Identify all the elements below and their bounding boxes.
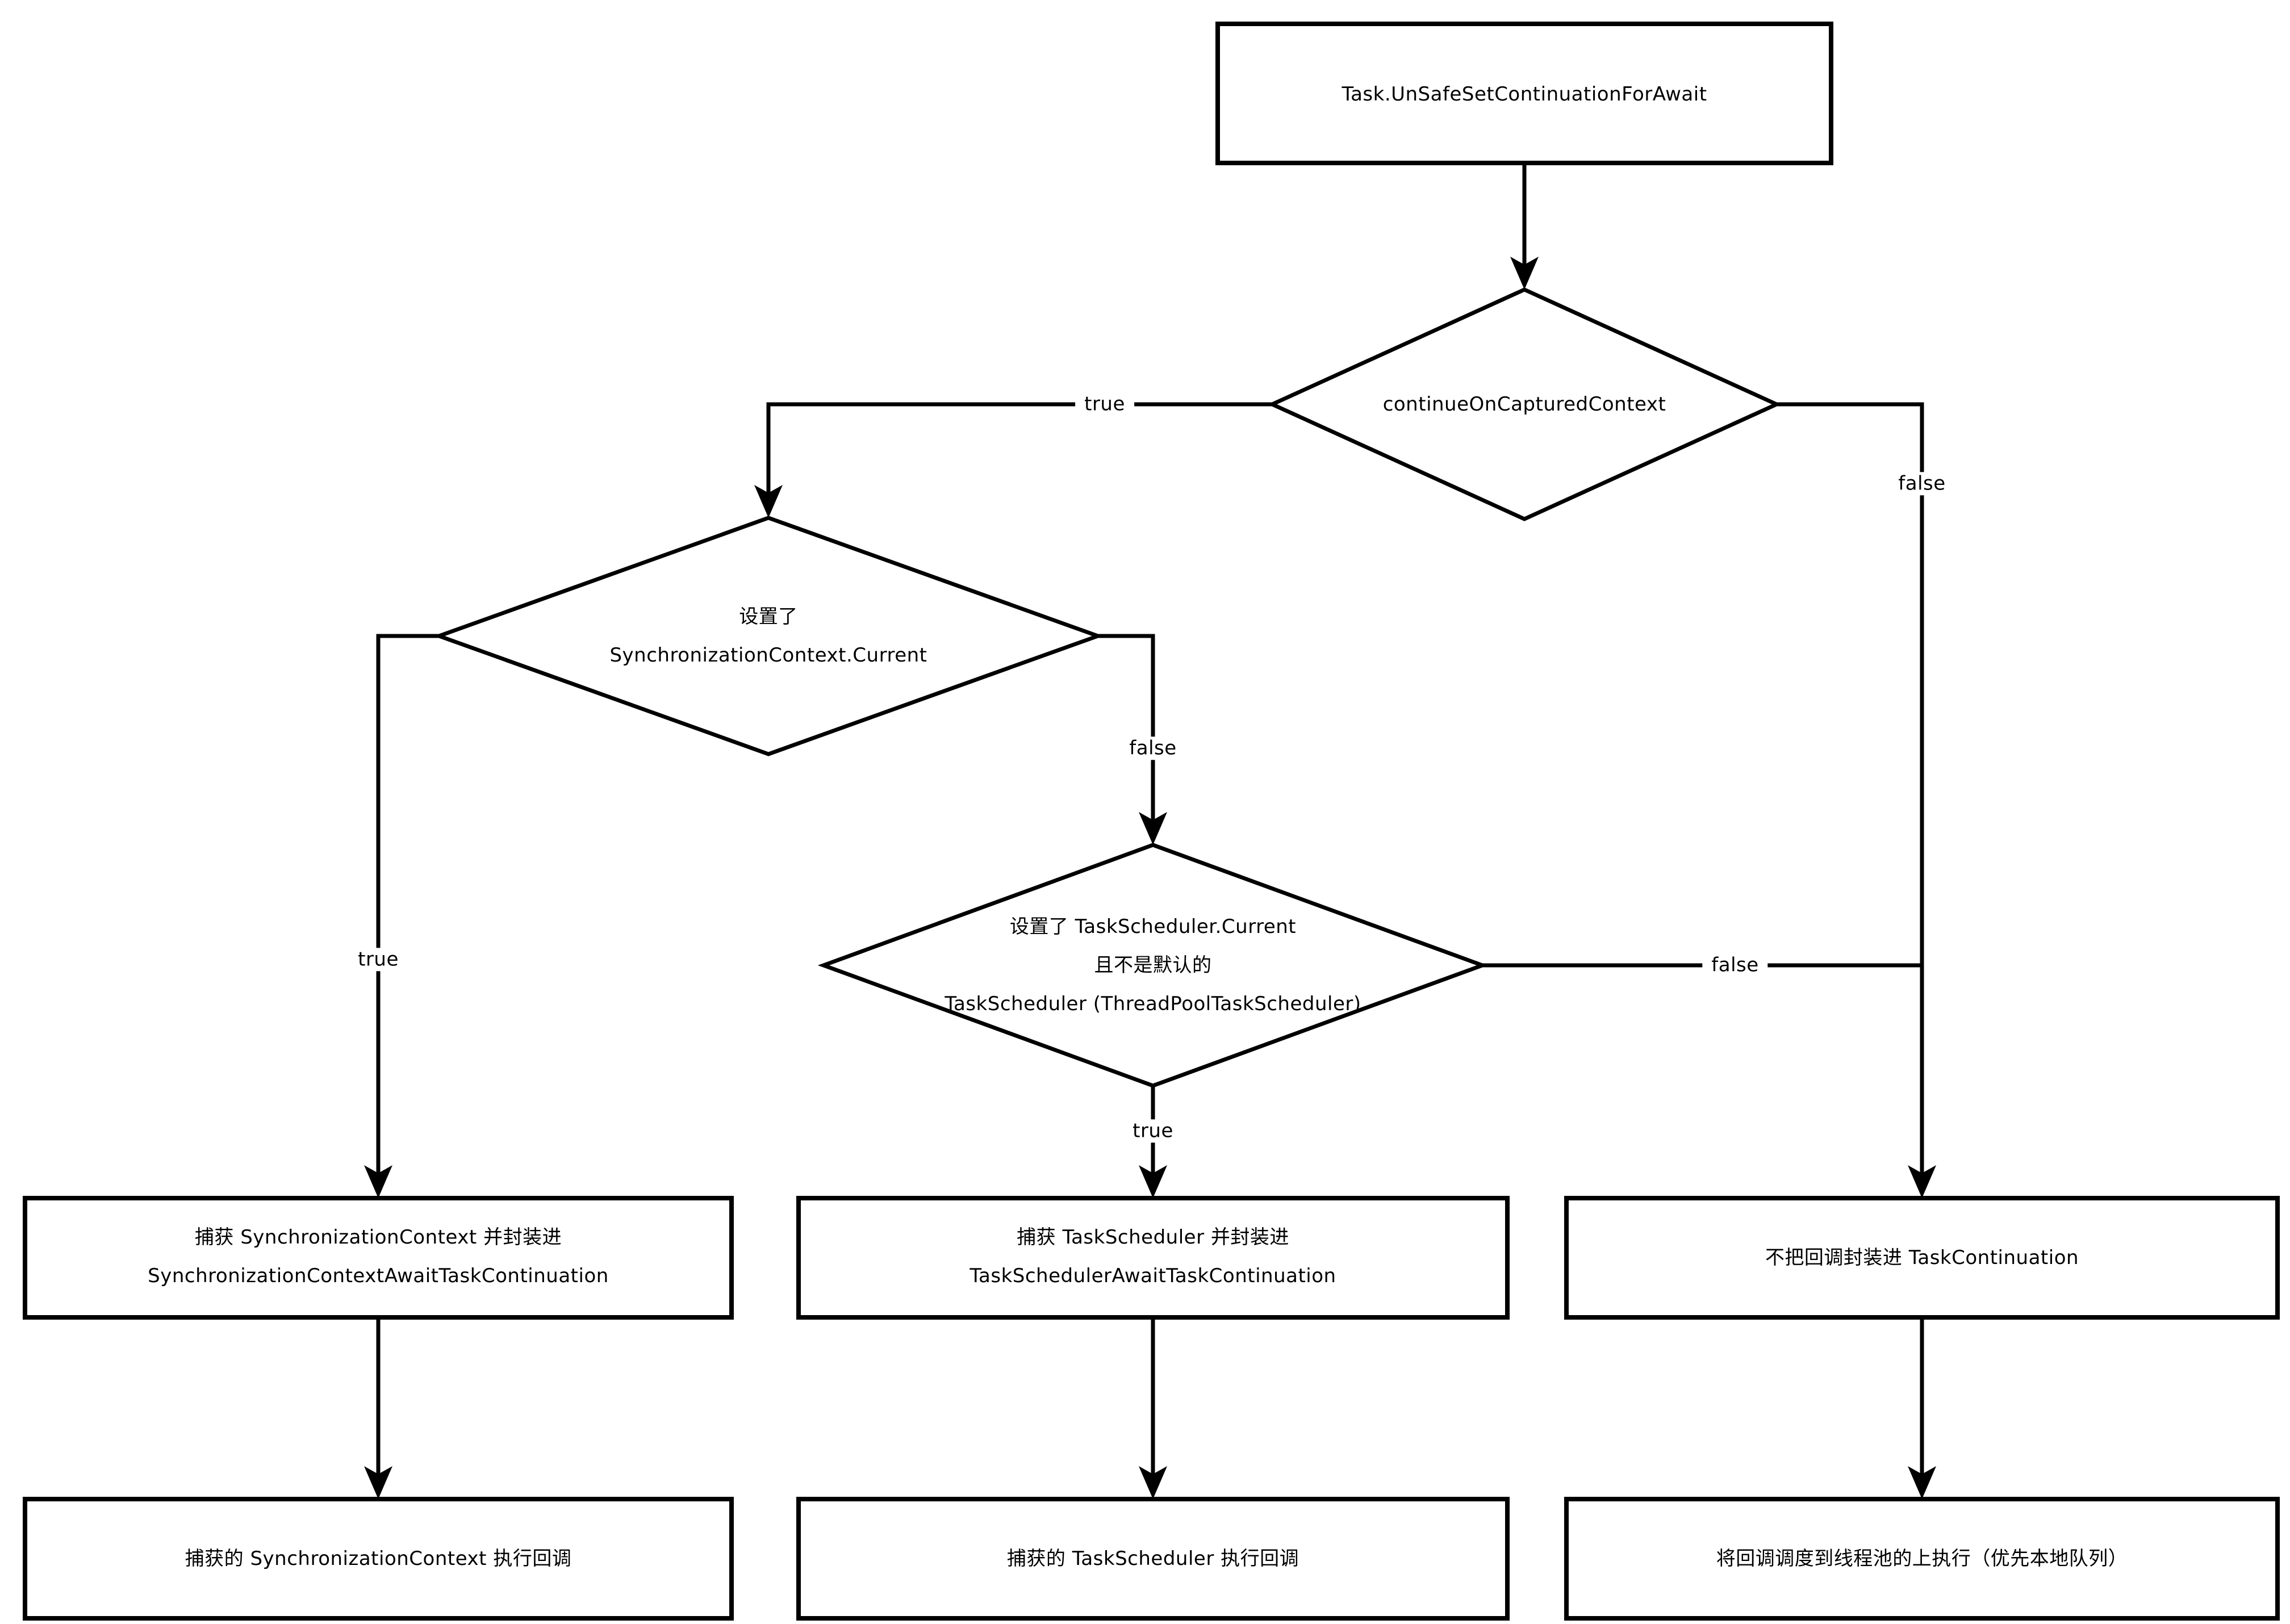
schedule-threadpool-label: 将回调调度到线程池的上执行（优先本地队列） [1716, 1547, 2128, 1570]
arrowhead-d2-false [1139, 812, 1167, 845]
no-task-continuation-label: 不把回调封装进 TaskContinuation [1765, 1246, 2079, 1269]
decision-continue-on-captured-context-label: continueOnCapturedContext [1382, 393, 1666, 416]
edge-label-d1-true: true [1075, 392, 1134, 416]
edge-label-d3-false: false [1702, 953, 1768, 977]
arrowhead-capture-sync-to-run [364, 1466, 392, 1499]
schedule-threadpool-box-shape [1564, 1497, 2280, 1621]
decision-continue-on-captured-context-shape [1267, 287, 1782, 521]
edge-d2-true [376, 634, 439, 1178]
arrowhead-d3-true [1139, 1165, 1167, 1198]
arrowhead-d1-false [1908, 1165, 1936, 1198]
edge-label-d2-false: false [1120, 736, 1186, 760]
arrowhead-d2-true [364, 1165, 392, 1198]
edge-d2-false [1098, 634, 1155, 824]
edge-label-d3-true: true [1123, 1119, 1182, 1143]
capture-sync-context-label: 捕获 SynchronizationContext 并封装进 Synchroni… [148, 1226, 609, 1287]
edge-d1-false [1777, 402, 1924, 1178]
arrowhead-d1-true [754, 485, 783, 518]
capture-task-scheduler-box-shape [796, 1196, 1510, 1320]
edge-label-d2-true: true [349, 948, 408, 972]
run-on-sync-context-label: 捕获的 SynchronizationContext 执行回调 [185, 1547, 572, 1570]
start-box-shape [1215, 22, 1833, 165]
decision-task-scheduler-shape [817, 843, 1489, 1088]
arrowhead-nowrap-to-threadpool [1908, 1466, 1936, 1499]
capture-sync-context-box-shape [23, 1196, 734, 1320]
run-on-sync-context-box-shape [23, 1497, 734, 1621]
no-task-continuation-box-shape [1564, 1196, 2280, 1320]
run-on-task-scheduler-box-shape [796, 1497, 1510, 1621]
decision-sync-context-shape [433, 516, 1104, 756]
edge-d1-true [766, 402, 1272, 497]
decision-task-scheduler-label: 设置了 TaskScheduler.Current 且不是默认的 TaskSch… [945, 915, 1361, 1015]
capture-task-scheduler-label: 捕获 TaskScheduler 并封装进 TaskSchedulerAwait… [970, 1226, 1336, 1287]
start-node-label: Task.UnSafeSetContinuationForAwait [1342, 83, 1707, 106]
run-on-task-scheduler-label: 捕获的 TaskScheduler 执行回调 [1006, 1547, 1299, 1570]
arrowhead-capture-scheduler-to-run [1139, 1466, 1167, 1499]
edge-label-d1-false: false [1889, 472, 1955, 496]
decision-sync-context-label: 设置了 SynchronizationContext.Current [609, 605, 927, 667]
arrowhead-start-to-d1 [1510, 257, 1539, 290]
